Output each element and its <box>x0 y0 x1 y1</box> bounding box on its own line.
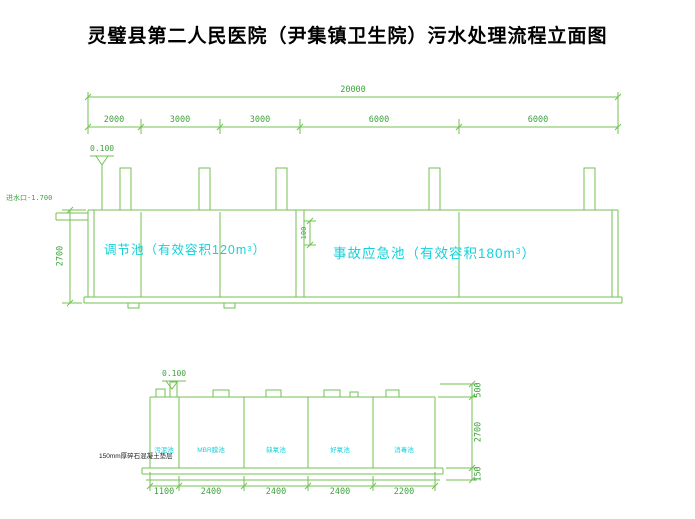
upper-seg-dim-label: 2000 <box>103 115 125 125</box>
compartment-label: 消毒池 <box>394 447 414 454</box>
upper-dimension-lines <box>84 92 622 134</box>
upper-freeboard-dimension <box>304 217 316 249</box>
lower-elevation-label: 0.100 <box>162 369 187 378</box>
lower-stub-pipes <box>155 381 400 398</box>
tank2-label-superscript: 3 <box>515 246 522 257</box>
upper-seg-dim-label: 6000 <box>527 115 549 125</box>
lower-dim-label: 1100 <box>153 487 175 497</box>
upper-seg-dim-label: 3000 <box>169 115 191 125</box>
tank2-label-text: 事故应急池（有效容积180m <box>333 246 516 261</box>
lower-dim-label: 2400 <box>265 487 287 497</box>
lower-right-dim-top: 500 <box>473 382 484 398</box>
tank1-label: 调节池（有效容积120m3） <box>104 243 267 258</box>
lower-right-dim-middle: 2700 <box>473 421 484 443</box>
lower-bottom-dimension <box>146 472 439 491</box>
drawing-title: 灵璧县第二人民医院（尹集镇卫生院）污水处理流程立面图 <box>87 26 608 47</box>
upper-freeboard-dim-label: 100 <box>300 226 309 240</box>
tank1-label-close: ） <box>252 243 267 257</box>
compartment-label: 好氧池 <box>330 447 350 454</box>
lower-dim-label: 2400 <box>329 487 351 497</box>
upper-depth-dim-label: 2700 <box>55 245 66 267</box>
upper-total-dim-label: 20000 <box>340 85 366 95</box>
upper-seg-dim-label: 3000 <box>249 115 271 125</box>
compartment-label: 缺氧池 <box>266 447 286 454</box>
upper-seg-dim-label: 6000 <box>368 115 390 125</box>
lower-dim-label: 2400 <box>200 487 222 497</box>
lower-dim-label: 2200 <box>393 487 415 497</box>
lower-tank-outline <box>141 396 444 481</box>
compartment-label: MBR膜池 <box>197 447 225 454</box>
upper-elevation-symbol <box>90 155 114 210</box>
upper-vent-pipes <box>119 167 596 211</box>
base-layer-note: 150mm厚碎石混凝土垫层 <box>99 453 173 460</box>
lower-right-dim-bottom: 150 <box>473 466 484 482</box>
tank2-label: 事故应急池（有效容积180m3） <box>333 246 536 262</box>
upper-tank-outline <box>83 209 623 309</box>
lower-right-dimension <box>438 380 477 484</box>
lower-elevation-symbol <box>162 380 186 390</box>
upper-depth-dimension <box>62 206 86 307</box>
upper-elevation-label: 0.100 <box>90 144 115 153</box>
inlet-label: 进水口-1.700 <box>6 194 53 202</box>
compartment-label: 污泥池 <box>154 447 174 454</box>
upper-inlet-pipe <box>55 212 88 221</box>
tank1-label-superscript: 3 <box>247 243 253 253</box>
tank1-label-text: 调节池（有效容积120m <box>104 243 248 257</box>
tank2-label-close: ） <box>521 246 536 261</box>
